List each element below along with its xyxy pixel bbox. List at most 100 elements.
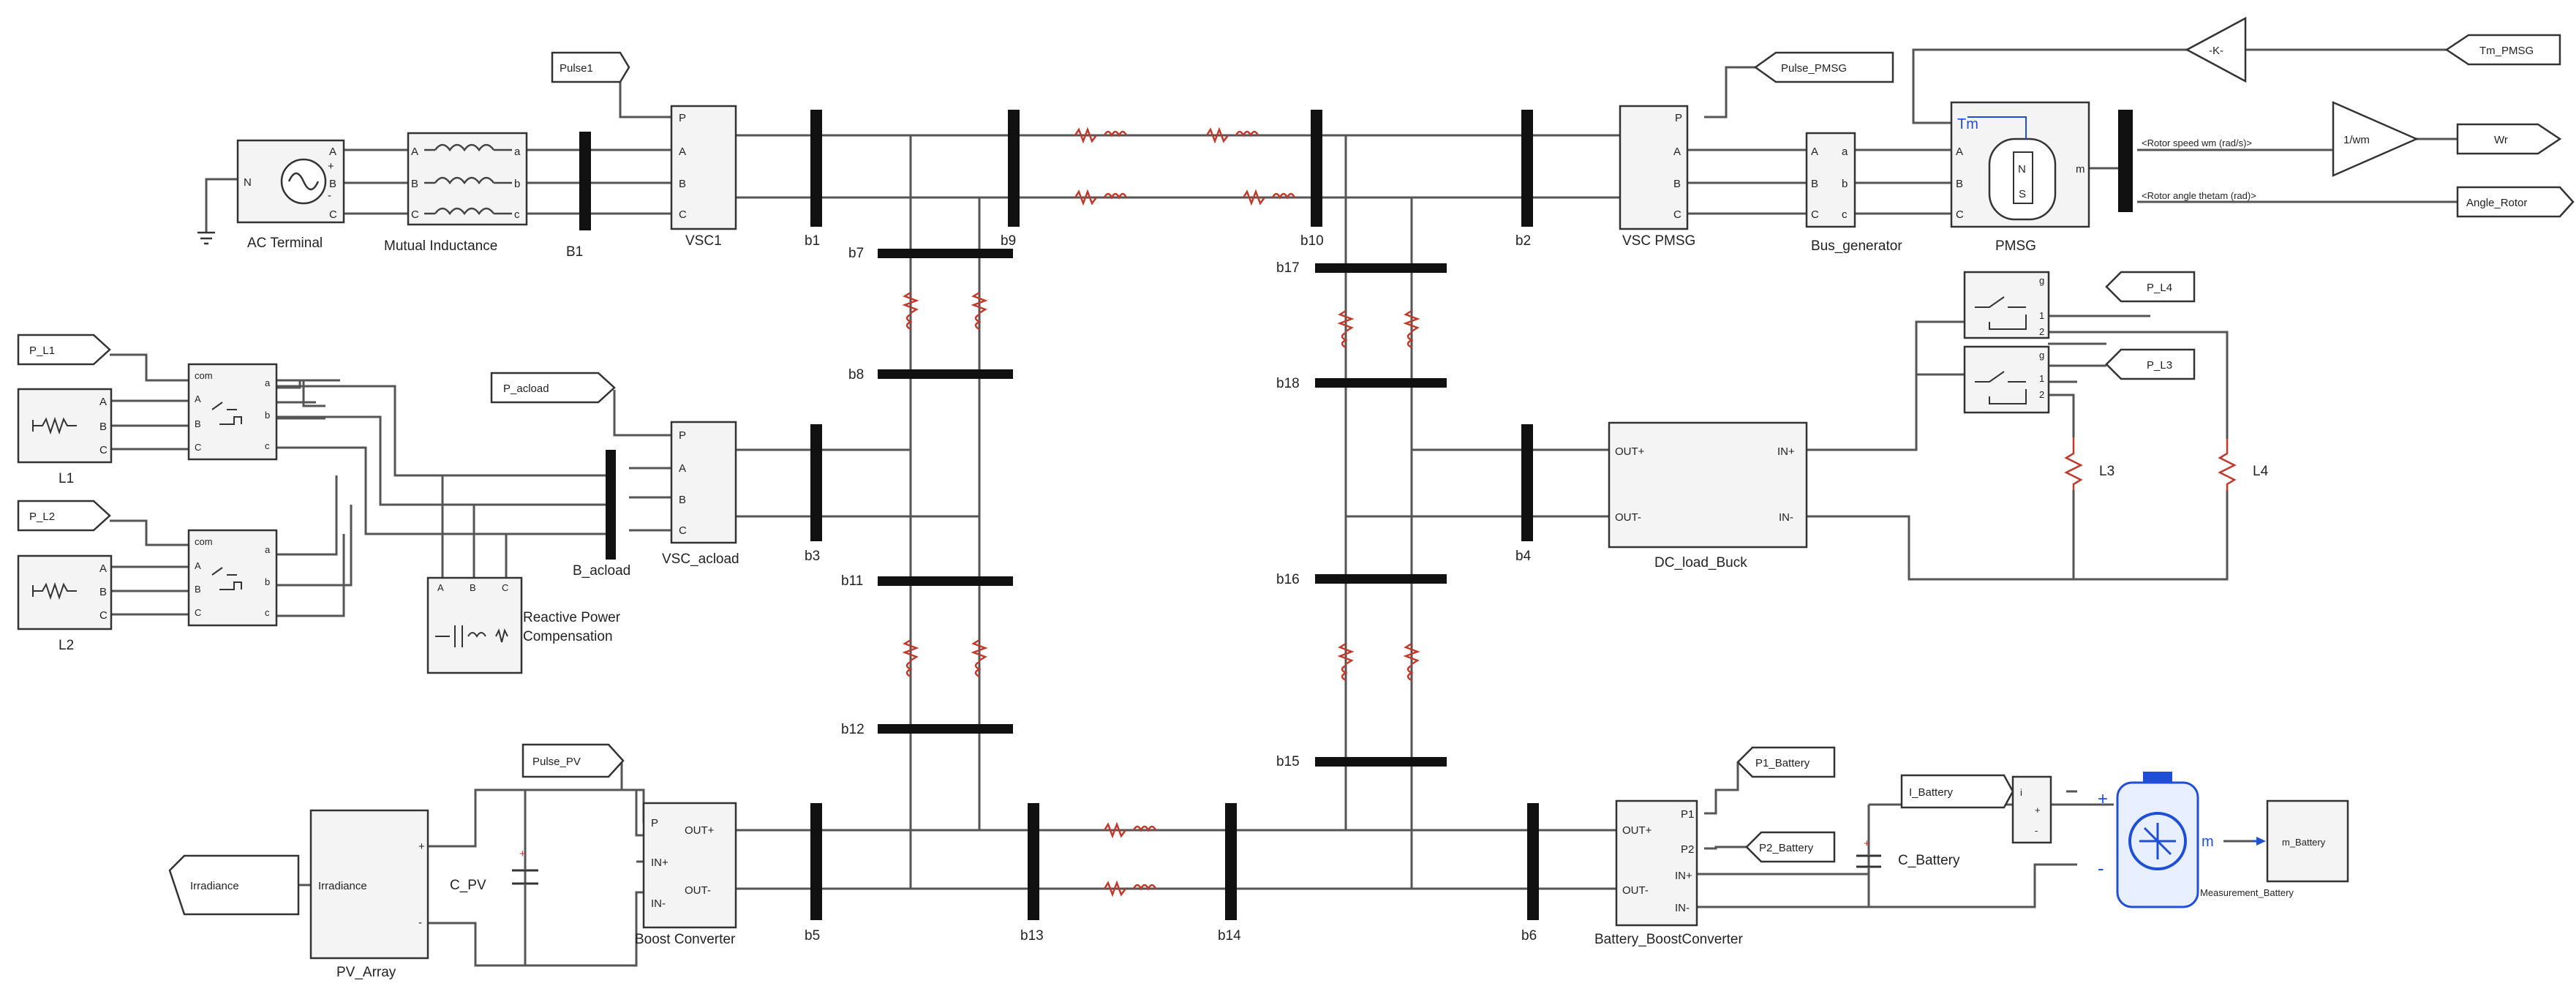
goto-tag-pulse1[interactable]: Pulse1 <box>551 51 630 83</box>
label-l3: L3 <box>2099 464 2114 479</box>
current-sensor-block[interactable]: i + - <box>2011 775 2052 844</box>
port-C: C <box>195 442 201 453</box>
vsc1-block[interactable]: P A B C <box>670 105 737 230</box>
port-out-plus: OUT+ <box>685 824 715 837</box>
goto-tag-i-battery[interactable]: I_Battery <box>1900 774 2014 809</box>
goto-tag-wr[interactable]: Wr <box>2456 123 2562 155</box>
tag-p1-battery-label: P1_Battery <box>1755 757 1810 769</box>
from-tag-p-acload[interactable]: P_acload <box>490 372 616 404</box>
busbar-b2[interactable] <box>1521 110 1533 227</box>
busbar-b18[interactable] <box>1315 378 1447 388</box>
label-boost-converter: Boost Converter <box>635 932 736 947</box>
goto-tag-angle-rotor[interactable]: Angle_Rotor <box>2456 186 2575 218</box>
port-P: P <box>1675 112 1682 124</box>
port-c: c <box>265 440 270 451</box>
from-tag-irradiance[interactable]: Irradiance <box>168 854 300 916</box>
resistor-l4[interactable] <box>2218 439 2237 492</box>
busbar-b10[interactable] <box>1311 110 1322 227</box>
from-tag-p2-battery[interactable]: P2_Battery <box>1745 831 1836 863</box>
port-C: C <box>329 208 337 221</box>
busbar-b15[interactable] <box>1315 757 1447 767</box>
busbar-b9[interactable] <box>1008 110 1020 227</box>
port-2: 2 <box>2039 389 2044 400</box>
switch-l3-block[interactable]: g 1 2 <box>1963 345 2050 414</box>
vsc-acload-block[interactable]: P A B C <box>670 421 737 544</box>
busbar-b13[interactable] <box>1028 803 1039 920</box>
port-P: P <box>679 112 686 124</box>
from-tag-tm-pmsg[interactable]: Tm_PMSG <box>2444 34 2561 66</box>
pv-array-block[interactable]: Irradiance + - <box>309 809 429 960</box>
busbar-b8[interactable] <box>878 369 1013 379</box>
breaker-l1-block[interactable]: com A B C a b c <box>187 363 278 461</box>
measurement-battery-block[interactable]: m_Battery <box>2266 799 2349 883</box>
label-vsc-pmsg: VSC PMSG <box>1622 233 1695 249</box>
port-m-battery: m_Battery <box>2282 837 2326 848</box>
busbar-B1[interactable] <box>579 132 591 230</box>
reactive-compensation-block[interactable]: A B C <box>426 576 523 674</box>
battery-boost-converter-block[interactable]: OUT+ OUT- P1 P2 IN+ IN- <box>1615 799 1698 927</box>
pmsg-block[interactable]: Tm N S A B C m <box>1950 101 2090 228</box>
rl-branch <box>1074 127 1128 144</box>
rl-branch <box>1103 821 1157 839</box>
from-tag-p-l3[interactable]: P_L3 <box>2105 348 2196 380</box>
port-g: g <box>2039 350 2044 361</box>
tag-wr-label: Wr <box>2494 134 2508 146</box>
load-l2-block[interactable]: A B C <box>17 554 113 630</box>
from-tag-p-l1[interactable]: P_L1 <box>17 334 111 366</box>
busbar-b11[interactable] <box>878 576 1013 586</box>
port-A: A <box>1673 146 1681 158</box>
busbar-b5[interactable] <box>810 803 822 920</box>
port-B: B <box>1673 178 1681 190</box>
port-minus: - <box>328 189 331 202</box>
port-P: P <box>651 817 658 829</box>
port-C: C <box>411 208 419 221</box>
capacitor-c-battery[interactable]: + <box>1856 805 1881 907</box>
label-l2: L2 <box>59 638 74 653</box>
signal-rotor-angle: <Rotor angle thetam (rad)> <box>2142 190 2256 201</box>
vsc-pmsg-block[interactable]: P A B C <box>1619 105 1689 230</box>
switch-l4-block[interactable]: g 1 2 <box>1963 271 2050 339</box>
busbar-b3[interactable] <box>810 424 822 541</box>
pole-S: S <box>2019 188 2026 200</box>
from-tag-p-l2[interactable]: P_L2 <box>17 500 111 532</box>
resistor-l3[interactable] <box>2064 437 2083 490</box>
battery-icon[interactable]: + - m <box>2098 772 2214 908</box>
busbar-b14[interactable] <box>1225 803 1237 920</box>
rl-branch <box>1403 309 1420 349</box>
busbar-B-acload[interactable] <box>606 450 616 560</box>
busbar-b4[interactable] <box>1521 424 1533 541</box>
port-2: 2 <box>2039 326 2044 337</box>
from-tag-p1-battery[interactable]: P1_Battery <box>1736 746 1836 778</box>
port-b: b <box>514 178 520 190</box>
ac-terminal-block[interactable]: N + - A B C <box>236 139 345 224</box>
busbar-b17[interactable] <box>1315 263 1447 273</box>
goto-tag-pulse-pmsg[interactable]: Pulse_PMSG <box>1753 51 1894 83</box>
busbar-b16[interactable] <box>1315 574 1447 584</box>
busbar-b1[interactable] <box>810 110 822 227</box>
label-b3: b3 <box>805 549 820 564</box>
gain-one-over-wm[interactable]: 1/wm <box>2332 101 2419 177</box>
busbar-b7[interactable] <box>878 249 1013 258</box>
port-C: C <box>679 524 687 537</box>
rl-branch <box>1205 127 1259 144</box>
gain-minus-k[interactable]: -K- <box>2185 16 2247 83</box>
boost-converter-block[interactable]: P IN+ IN- OUT+ OUT- <box>642 802 737 929</box>
tag-p-acload-label: P_acload <box>503 383 549 395</box>
goto-tag-pulse-pv[interactable]: Pulse_PV <box>521 743 625 778</box>
demux-bar[interactable] <box>2125 110 2133 212</box>
capacitor-c-pv[interactable]: + <box>512 790 538 965</box>
bus-generator-block[interactable]: A B C a b c <box>1805 132 1856 228</box>
dc-load-buck-block[interactable]: OUT+ OUT- IN+ IN- <box>1608 421 1808 549</box>
pole-N: N <box>2018 163 2026 176</box>
battery-plus: + <box>2098 789 2108 809</box>
label-b12: b12 <box>841 722 865 737</box>
port-C: C <box>99 609 108 622</box>
busbar-b6[interactable] <box>1527 803 1539 920</box>
from-tag-p-l4[interactable]: P_L4 <box>2105 271 2196 303</box>
busbar-b12[interactable] <box>878 724 1013 734</box>
breaker-l2-block[interactable]: com A B C a b c <box>187 529 278 627</box>
gain-label: 1/wm <box>2343 134 2370 146</box>
load-l1-block[interactable]: A B C <box>17 388 113 464</box>
mutual-inductance-block[interactable]: A B C a b c <box>407 132 528 226</box>
port-in-plus: IN+ <box>1675 870 1692 882</box>
